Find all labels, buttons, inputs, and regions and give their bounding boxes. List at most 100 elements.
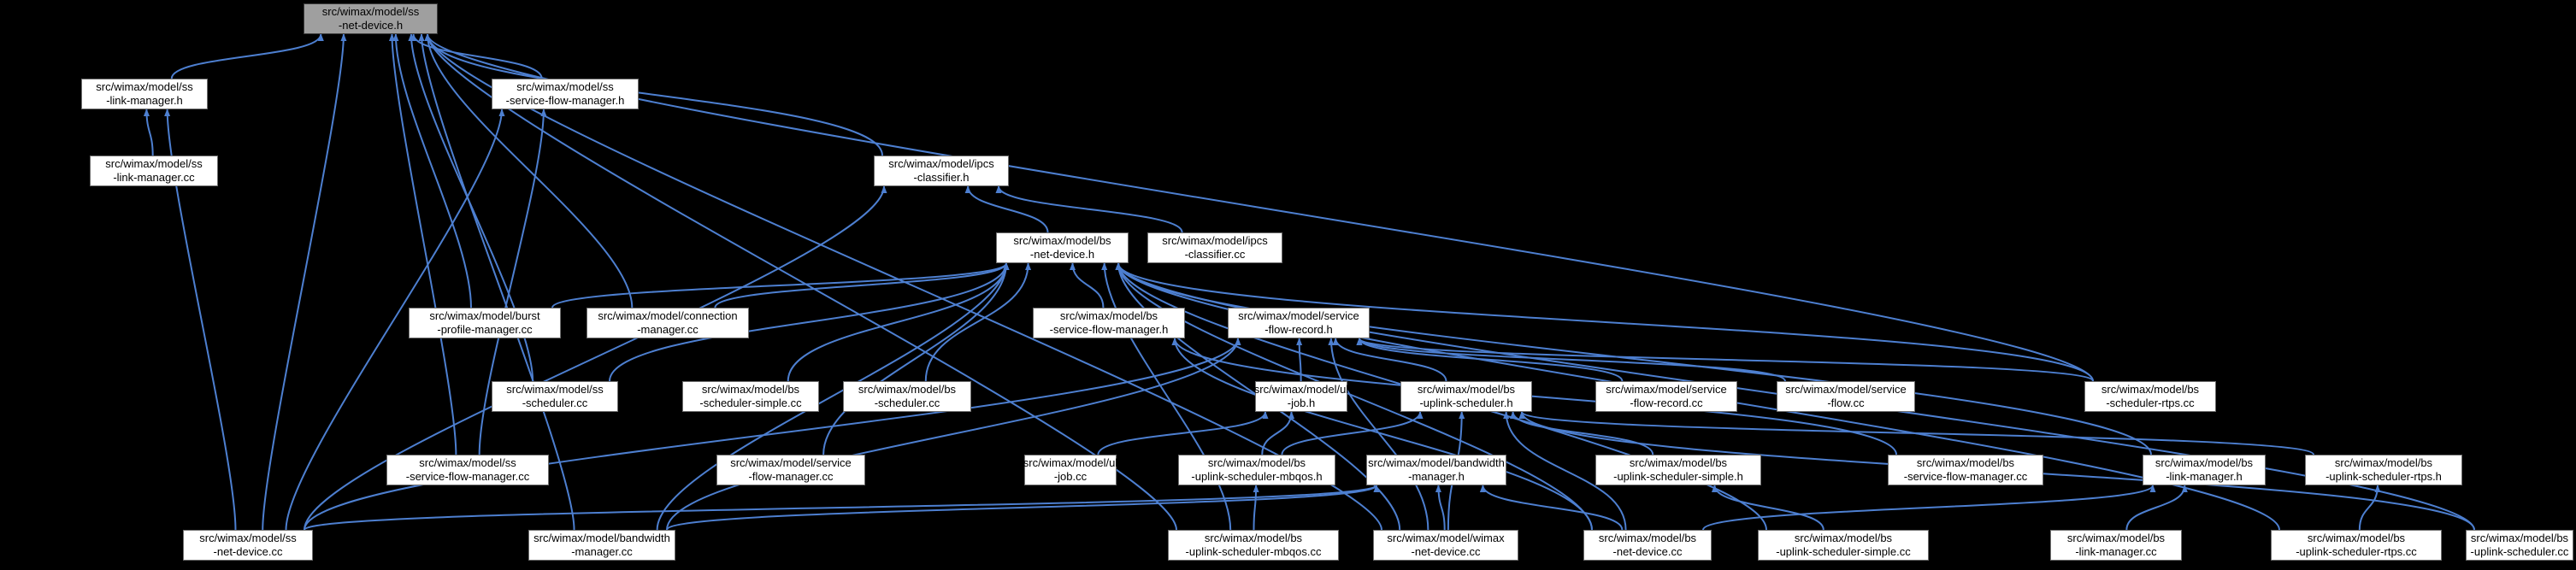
- graph-node-bs-uplink-scheduler-cc[interactable]: src/wimax/model/bs-uplink-scheduler.cc: [2466, 530, 2573, 561]
- include-edge: [424, 33, 883, 156]
- node-label: -job.h: [1287, 397, 1316, 409]
- include-edge: [2125, 485, 2188, 531]
- graph-node-service-flow-cc[interactable]: src/wimax/model/service-flow.cc: [1777, 381, 1915, 412]
- include-edge: [787, 262, 1010, 382]
- graph-node-bs-net-device-h[interactable]: src/wimax/model/bs-net-device.h: [996, 232, 1129, 263]
- include-edge: [143, 109, 154, 156]
- graph-node-bs-uplink-scheduler-rtps-h[interactable]: src/wimax/model/bs-uplink-scheduler-rtps…: [2305, 455, 2462, 485]
- include-edge: [424, 33, 1177, 531]
- graph-node-connection-manager-cc[interactable]: src/wimax/model/connection-manager.cc: [587, 308, 749, 338]
- node-label: -manager.h: [1408, 470, 1465, 483]
- node-label: -flow-record.h: [1264, 323, 1333, 336]
- node-label: src/wimax/model/ss: [419, 456, 516, 469]
- graph-node-burst-profile-manager-cc[interactable]: src/wimax/model/burst-profile-manager.cc: [409, 308, 561, 338]
- graph-node-bs-link-manager-cc[interactable]: src/wimax/model/bs-link-manager.cc: [2050, 530, 2182, 561]
- node-label: -flow.cc: [1827, 397, 1865, 409]
- graph-node-bandwidth-manager-h[interactable]: src/wimax/model/bandwidth-manager.h: [1366, 455, 1506, 485]
- node-label: -scheduler-rtps.cc: [2106, 397, 2195, 409]
- graph-node-ss-net-device-cc[interactable]: src/wimax/model/ss-net-device.cc: [183, 530, 313, 561]
- graph-node-ul-job-h[interactable]: src/wimax/model/ul-job.h: [1254, 381, 1348, 412]
- include-edge: [656, 262, 1010, 531]
- node-label: src/wimax/model/ipcs: [888, 157, 994, 170]
- graph-node-ipcs-classifier-cc[interactable]: src/wimax/model/ipcs-classifier.cc: [1147, 232, 1282, 263]
- graph-node-bs-link-manager-h[interactable]: src/wimax/model/bs-link-manager.h: [2143, 455, 2266, 485]
- node-label: src/wimax/model/bs: [1207, 456, 1306, 469]
- node-label: src/wimax/model/wimax: [1387, 532, 1505, 544]
- graph-node-service-flow-record-h[interactable]: src/wimax/model/service-flow-record.h: [1228, 308, 1370, 338]
- node-label: -uplink-scheduler-rtps.h: [2325, 470, 2442, 483]
- graph-node-bs-uplink-scheduler-simple-h[interactable]: src/wimax/model/bs-uplink-scheduler-simp…: [1595, 455, 1761, 485]
- node-label: -link-manager.cc: [113, 171, 195, 184]
- graph-node-bandwidth-manager-cc[interactable]: src/wimax/model/bandwidth-manager.cc: [528, 530, 675, 561]
- graph-node-ss-service-flow-manager-h[interactable]: src/wimax/model/ss-service-flow-manager.…: [492, 79, 639, 109]
- node-label: -net-device.cc: [213, 545, 283, 558]
- graph-node-wimax-net-device-cc[interactable]: src/wimax/model/wimax-net-device.cc: [1373, 530, 1518, 561]
- include-edge: [666, 485, 1380, 531]
- include-edge: [2358, 485, 2381, 531]
- include-edge: [1510, 411, 1654, 455]
- node-label: src/wimax/model/bs: [2066, 532, 2166, 544]
- node-label: -classifier.cc: [1184, 248, 1246, 261]
- node-label: src/wimax/model/connection: [598, 309, 738, 322]
- node-label: -uplink-scheduler-mbqos.cc: [1185, 545, 1322, 558]
- node-label: src/wimax/model/bs: [1598, 532, 1697, 544]
- graph-node-bs-scheduler-cc[interactable]: src/wimax/model/bs-scheduler.cc: [843, 381, 971, 412]
- node-label: src/wimax/model/bs: [2155, 456, 2254, 469]
- node-label: src/wimax/model/ipcs: [1162, 234, 1268, 247]
- graph-node-ss-link-manager-cc[interactable]: src/wimax/model/ss-link-manager.cc: [90, 156, 218, 186]
- graph-node-bs-uplink-scheduler-h[interactable]: src/wimax/model/bs-uplink-scheduler.h: [1400, 381, 1532, 412]
- include-edge: [924, 262, 1032, 382]
- graph-node-ss-net-device-h[interactable]: src/wimax/model/ss-net-device.h: [304, 3, 438, 34]
- include-edge: [392, 33, 472, 309]
- graph-node-bs-service-flow-manager-cc[interactable]: src/wimax/model/bs-service-flow-manager.…: [1888, 455, 2043, 485]
- node-label: -link-manager.h: [106, 94, 183, 107]
- include-edge: [1171, 338, 1897, 455]
- graph-node-bs-uplink-scheduler-mbqos-h[interactable]: src/wimax/model/bs-uplink-scheduler-mbqo…: [1178, 455, 1335, 485]
- include-edge: [714, 262, 1010, 309]
- node-label: -uplink-scheduler-mbqos.h: [1191, 470, 1323, 483]
- graph-node-bs-scheduler-rtps-cc[interactable]: src/wimax/model/bs-scheduler-rtps.cc: [2084, 381, 2216, 412]
- node-label: -uplink-scheduler.cc: [2470, 545, 2569, 558]
- include-edge: [995, 185, 1183, 233]
- include-edge: [1115, 262, 1593, 531]
- graph-node-service-flow-record-cc[interactable]: src/wimax/model/service-flow-record.cc: [1595, 381, 1737, 412]
- graph-node-ipcs-classifier-h[interactable]: src/wimax/model/ipcs-classifier.h: [874, 156, 1009, 186]
- node-label: -manager.cc: [571, 545, 633, 558]
- node-label: src/wimax/model/bs: [701, 383, 800, 396]
- graph-node-ss-service-flow-manager-cc[interactable]: src/wimax/model/ss-service-flow-manager.…: [386, 455, 549, 485]
- graph-node-bs-uplink-scheduler-rtps-cc[interactable]: src/wimax/model/bs-uplink-scheduler-rtps…: [2271, 530, 2442, 561]
- include-edge: [1332, 338, 1447, 382]
- graph-node-bs-scheduler-simple-cc[interactable]: src/wimax/model/bs-scheduler-simple.cc: [682, 381, 819, 412]
- graph-node-ul-job-cc[interactable]: src/wimax/model/ul-job.cc: [1023, 455, 1117, 485]
- graph-node-bs-net-device-cc[interactable]: src/wimax/model/bs-net-device.cc: [1583, 530, 1712, 561]
- node-label: src/wimax/model/bandwidth: [533, 532, 670, 544]
- include-edge: [551, 262, 1010, 309]
- graph-node-bs-uplink-scheduler-mbqos-cc[interactable]: src/wimax/model/bs-uplink-scheduler-mbqo…: [1168, 530, 1339, 561]
- node-label: -net-device.cc: [1612, 545, 1683, 558]
- include-edge: [609, 262, 1010, 382]
- node-label: -classifier.h: [913, 171, 970, 184]
- include-edge: [424, 33, 2094, 382]
- graph-node-ss-scheduler-cc[interactable]: src/wimax/model/ss-scheduler.cc: [492, 381, 618, 412]
- node-label: src/wimax/model/bs: [2307, 532, 2406, 544]
- include-edge: [964, 185, 1049, 233]
- include-edge: [478, 109, 547, 455]
- node-label: src/wimax/model/bs: [2101, 383, 2200, 396]
- include-edge: [1261, 411, 1295, 455]
- graph-node-ss-link-manager-h[interactable]: src/wimax/model/ss-link-manager.h: [81, 79, 208, 109]
- include-edge: [285, 109, 505, 531]
- include-edge: [1503, 411, 1627, 531]
- include-edge: [1171, 338, 1593, 531]
- include-edge: [1296, 338, 1303, 382]
- graph-node-service-flow-manager-cc[interactable]: src/wimax/model/service-flow-manager.cc: [716, 455, 865, 485]
- include-edge: [1435, 485, 1446, 531]
- include-edge: [1115, 262, 2094, 382]
- node-label: src/wimax/model/ss: [506, 383, 604, 396]
- graph-node-bs-service-flow-manager-h[interactable]: src/wimax/model/bs-service-flow-manager.…: [1033, 308, 1185, 338]
- node-label: src/wimax/model/service: [1606, 383, 1727, 396]
- node-label: src/wimax/model/bs: [1013, 234, 1111, 247]
- include-edge: [1253, 485, 1259, 531]
- graph-node-bs-uplink-scheduler-simple-cc[interactable]: src/wimax/model/bs-uplink-scheduler-simp…: [1758, 530, 1929, 561]
- node-label: -service-flow-manager.h: [1049, 323, 1169, 336]
